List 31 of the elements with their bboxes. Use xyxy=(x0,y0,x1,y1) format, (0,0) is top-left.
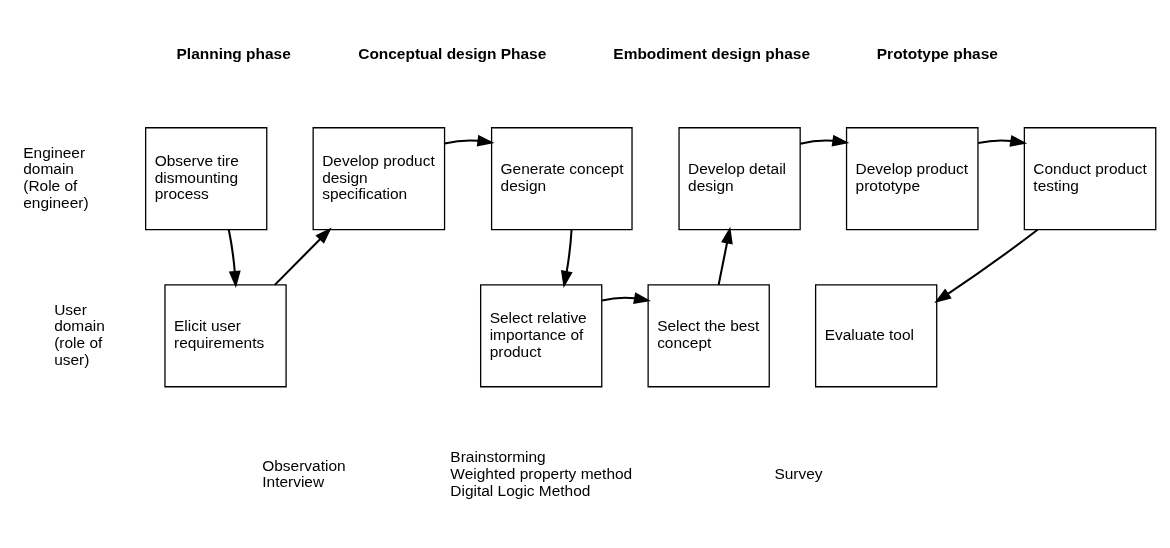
arrow xyxy=(560,229,573,288)
label: User domain (role of user) xyxy=(54,300,105,368)
arrow xyxy=(274,227,332,286)
arrow xyxy=(444,134,495,147)
node-box: Develop detail design xyxy=(678,127,801,231)
arrow xyxy=(717,226,733,286)
label: Survey xyxy=(774,464,823,482)
node-box: Select relative importance of product xyxy=(480,284,603,388)
arrow xyxy=(227,229,241,288)
arrow xyxy=(934,228,1039,303)
arrow xyxy=(978,134,1028,147)
node-box: Elicit user requirements xyxy=(164,284,287,388)
label: Planning phase xyxy=(176,44,291,62)
node-box: Observe tire dismounting process xyxy=(145,127,268,231)
label: Observation xyxy=(262,456,346,474)
arrow xyxy=(800,134,850,147)
node-box: Conduct product testing xyxy=(1023,127,1157,231)
node-box: Develop product design specification xyxy=(312,127,446,231)
node-box: Generate concept design xyxy=(490,127,633,231)
label: Prototype phase xyxy=(876,44,998,62)
node-box: Develop product prototype xyxy=(845,127,979,231)
node-box: Select the best concept xyxy=(647,284,770,388)
label: Digital Logic Method xyxy=(450,481,591,499)
label: Brainstorming xyxy=(450,448,546,466)
label: Embodiment design phase xyxy=(613,44,810,62)
label: Interview xyxy=(262,473,325,491)
arrow xyxy=(601,292,651,304)
label: Weighted property method xyxy=(450,464,633,482)
node-box: Evaluate tool xyxy=(815,284,938,388)
label: Engineer domain (Role of engineer) xyxy=(23,143,89,211)
label: Conceptual design Phase xyxy=(358,44,547,62)
